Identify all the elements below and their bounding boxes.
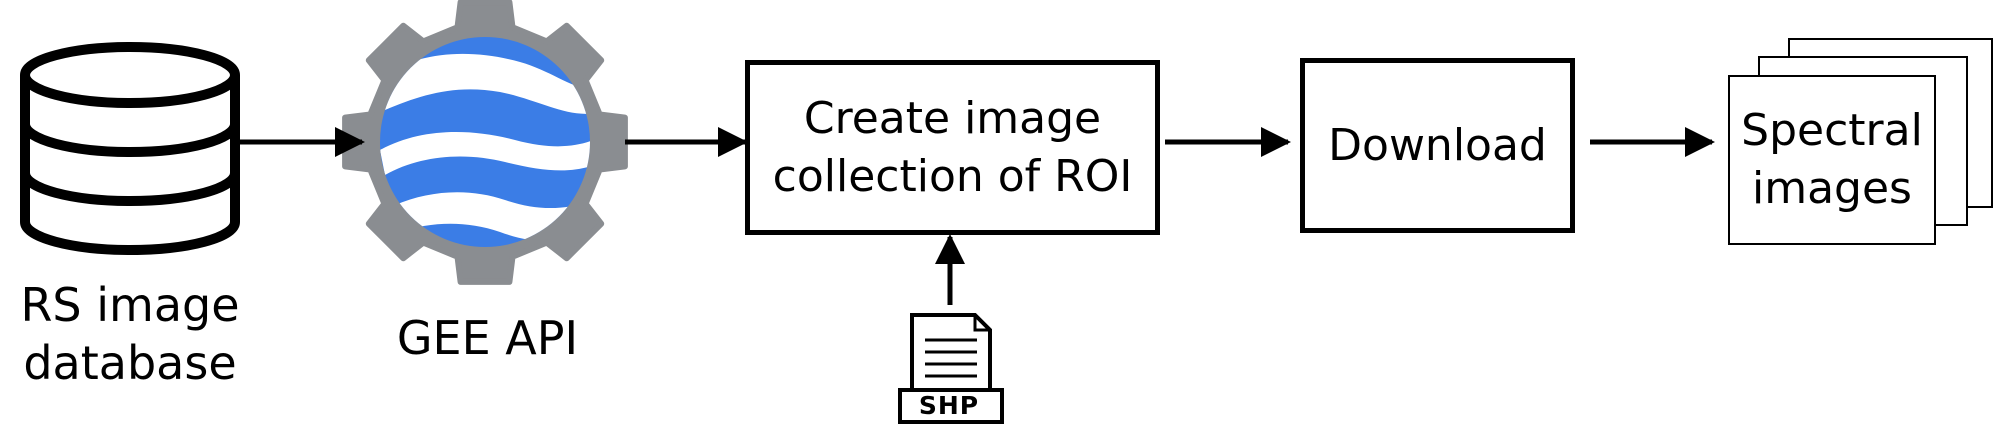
create-line1: Create image — [803, 92, 1102, 144]
database-label: RS image database — [10, 276, 250, 392]
gee-label-text: GEE API — [396, 311, 579, 365]
shp-label: SHP — [918, 391, 980, 420]
spectral-line1: Spectral — [1741, 105, 1923, 156]
database-label-line2: database — [23, 336, 237, 390]
download-label: Download — [1328, 119, 1547, 171]
create-collection-box: Create image collection of ROI — [745, 60, 1160, 235]
database-icon — [20, 42, 240, 255]
spectral-images-box: Spectral images — [1728, 75, 1936, 245]
globe-icon — [380, 37, 590, 247]
shapefile-icon — [898, 313, 1004, 424]
spectral-line2: images — [1752, 163, 1912, 214]
create-line2: collection of ROI — [772, 150, 1133, 202]
gee-label: GEE API — [365, 309, 610, 367]
download-box: Download — [1300, 58, 1575, 233]
database-label-line1: RS image — [20, 278, 240, 332]
